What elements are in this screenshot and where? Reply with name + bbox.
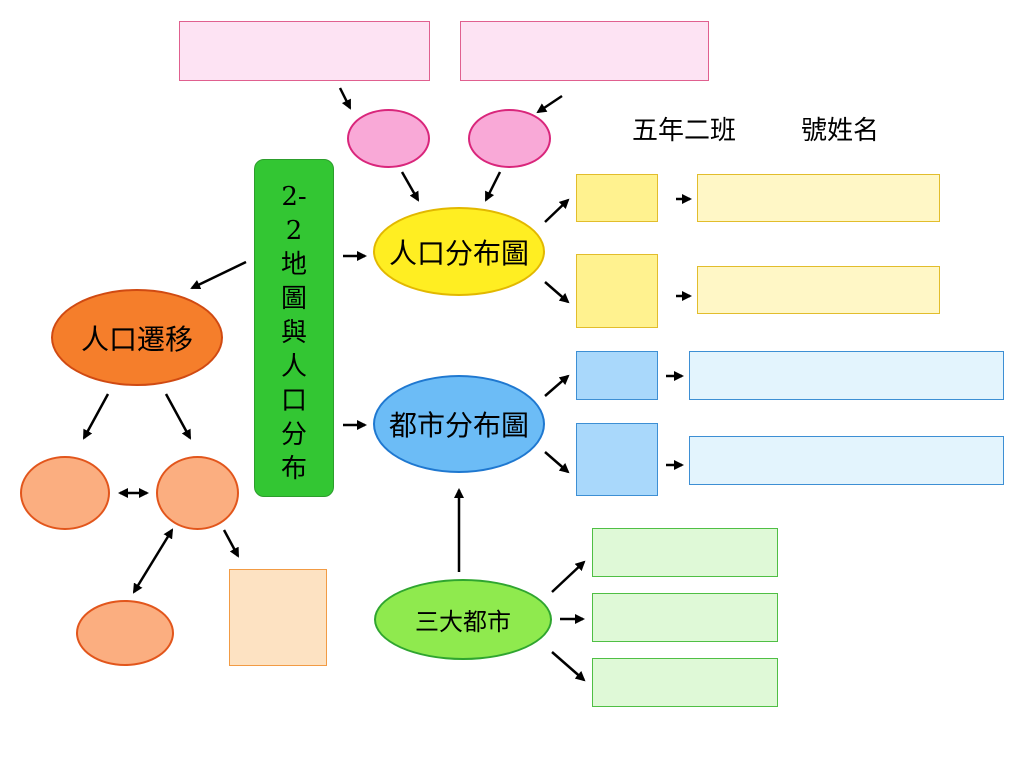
center-topic-box: 2-2地圖與人口分布: [254, 159, 334, 497]
yellow-blank-long-bottom[interactable]: [697, 266, 940, 314]
blue-blank-long-bottom[interactable]: [689, 436, 1004, 485]
arrow-popmap-to-yellow-bottom: [544, 281, 570, 304]
arrow-migration-to-orange-right: [164, 393, 192, 440]
green-blank-box-bottom[interactable]: [592, 658, 778, 707]
center-topic-label: 2-2地圖與人口分布: [280, 182, 307, 484]
peach-blank-box[interactable]: [229, 569, 327, 666]
arrow-citymap-to-blue-top: [544, 374, 570, 397]
population-distribution-map-label: 人口分布圖: [388, 236, 529, 270]
arrow-cities-to-green-top: [551, 560, 586, 593]
orange-blank-oval-bottom[interactable]: [76, 600, 174, 666]
arrow-popmap-to-yellow-top: [544, 198, 570, 223]
arrow-pink-left-down: [338, 87, 352, 110]
arrow-migration-to-orange-left: [82, 393, 110, 440]
arrow-pink-oval-right-to-popmap: [484, 171, 502, 202]
arrow-orange-right-to-peach: [222, 529, 240, 558]
blue-blank-long-top[interactable]: [689, 351, 1004, 400]
arrow-pink-right-down: [536, 94, 563, 114]
pink-blank-box-right[interactable]: [460, 21, 709, 81]
population-migration-node: 人口遷移: [51, 289, 223, 386]
yellow-blank-box-top[interactable]: [576, 174, 658, 222]
arrow-pink-oval-left-to-popmap: [400, 171, 420, 202]
blue-blank-box-bottom[interactable]: [576, 423, 658, 496]
three-major-cities-node: 三大都市: [374, 579, 552, 660]
yellow-blank-long-top[interactable]: [697, 174, 940, 222]
population-distribution-map-node: 人口分布圖: [373, 207, 545, 296]
class-label: 五年二班: [632, 116, 737, 146]
city-distribution-map-label: 都市分布圖: [388, 409, 529, 442]
pink-blank-oval-left[interactable]: [347, 109, 430, 168]
green-blank-box-middle[interactable]: [592, 593, 778, 642]
arrow-cities-to-green-bottom: [551, 651, 586, 682]
name-label: 號姓名: [801, 116, 880, 146]
three-major-cities-label: 三大都市: [415, 608, 511, 636]
arrow-citymap-to-blue-bottom: [544, 451, 570, 474]
pink-blank-box-left[interactable]: [179, 21, 430, 81]
population-migration-label: 人口遷移: [80, 322, 193, 356]
city-distribution-map-node: 都市分布圖: [373, 375, 545, 473]
arrow-topic-to-migration: [190, 260, 247, 290]
orange-blank-oval-right[interactable]: [156, 456, 239, 530]
blue-blank-box-top[interactable]: [576, 351, 658, 400]
green-blank-box-top[interactable]: [592, 528, 778, 577]
arrow-orange-right-to-bottom-bidir: [132, 528, 174, 594]
yellow-blank-box-bottom[interactable]: [576, 254, 658, 328]
pink-blank-oval-right[interactable]: [468, 109, 551, 168]
orange-blank-oval-left[interactable]: [20, 456, 110, 530]
